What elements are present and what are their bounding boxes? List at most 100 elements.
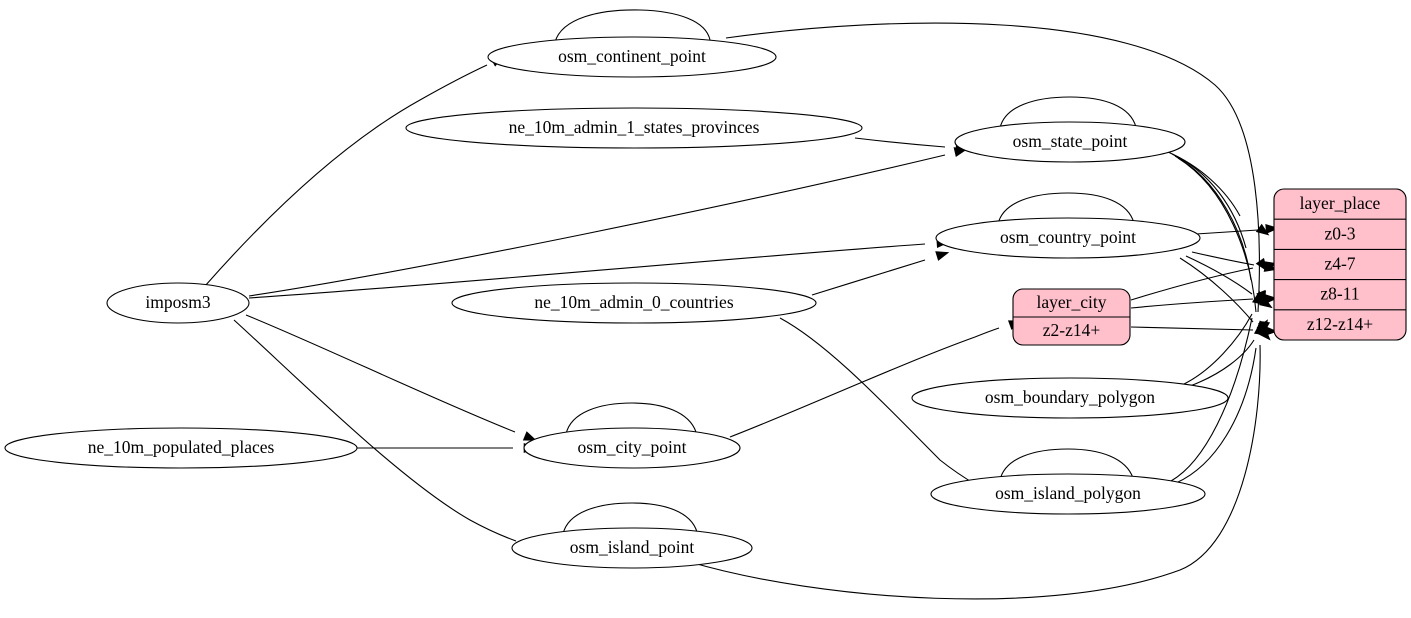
record-row-layer_place_title[interactable]: layer_place <box>1274 189 1406 219</box>
edge-line <box>1175 347 1257 484</box>
record-row-layer_place_z8_11[interactable]: z8-11 <box>1274 280 1406 310</box>
graph-node-ne_10m_populated_places[interactable]: ne_10m_populated_places <box>4 427 358 469</box>
edge-line <box>999 448 1134 481</box>
graph-edge <box>1130 293 1278 309</box>
node-shape <box>511 527 753 569</box>
graph-node-ne_10m_admin_1_states_provinces[interactable]: ne_10m_admin_1_states_provinces <box>405 107 863 149</box>
edge-line <box>1195 229 1259 235</box>
node-label: osm_island_polygon <box>995 483 1141 503</box>
node-shape <box>487 36 777 78</box>
edge-line <box>248 243 926 299</box>
node-label: osm_island_point <box>570 537 695 557</box>
record-row-label: z12-z14+ <box>1307 314 1373 334</box>
graph-edge <box>357 442 537 454</box>
record-row-label: layer_city <box>1037 292 1107 312</box>
edge-line <box>554 9 711 43</box>
node-label: ne_10m_admin_0_countries <box>534 292 733 312</box>
edge-line <box>562 502 698 535</box>
edge-arrowhead <box>1254 320 1266 334</box>
edge-line <box>779 317 979 487</box>
edge-line <box>1130 298 1254 309</box>
edge-line <box>233 319 517 542</box>
node-shape <box>930 473 1206 515</box>
graph-edge <box>729 320 1023 438</box>
records-group: layer_city z2-z14+ layer_place z0-3 z4-7 z8-1… <box>1012 188 1407 346</box>
edge-line <box>997 192 1135 225</box>
edge-line <box>1130 267 1254 301</box>
graph-edge <box>725 22 1271 335</box>
graph-edge <box>1171 153 1268 272</box>
edge-line <box>1177 157 1257 313</box>
node-label: osm_state_point <box>1013 131 1128 151</box>
edge-line <box>729 327 1000 438</box>
record-row-layer_city_title[interactable]: layer_city <box>1013 289 1130 317</box>
edge-line <box>245 314 516 433</box>
graph-node-osm_boundary_polygon[interactable]: osm_boundary_polygon <box>911 377 1229 419</box>
edge-line <box>1185 255 1253 295</box>
record-row-layer_place_z0_3[interactable]: z0-3 <box>1274 219 1406 249</box>
record-row-label: z0-3 <box>1324 223 1355 243</box>
record-row-layer_place_z4_7[interactable]: z4-7 <box>1274 249 1406 279</box>
graph-edge <box>1170 290 1262 482</box>
edge-line <box>1167 151 1241 217</box>
edge-line <box>1130 326 1254 331</box>
node-shape <box>935 217 1201 259</box>
edge-arrowhead <box>935 251 950 261</box>
node-shape <box>4 427 358 469</box>
graph-node-osm_country_point[interactable]: osm_country_point <box>935 217 1201 259</box>
graph-edge <box>248 147 968 297</box>
node-label: imposm3 <box>145 292 210 312</box>
node-label: osm_boundary_polygon <box>985 387 1155 407</box>
graph-node-osm_state_point[interactable]: osm_state_point <box>954 121 1186 163</box>
edge-line <box>1191 251 1255 266</box>
record-row-layer_city_z2[interactable]: z2-z14+ <box>1013 317 1130 345</box>
graph-node-osm_continent_point[interactable]: osm_continent_point <box>487 36 777 78</box>
edge-line <box>248 154 946 297</box>
edge-line <box>811 259 926 296</box>
edge-line <box>1179 257 1254 323</box>
edge-line <box>854 137 946 148</box>
record-row-label: layer_place <box>1300 193 1381 213</box>
node-label: ne_10m_populated_places <box>88 437 275 457</box>
nodes-group: imposm3 ne_10m_populated_places osm_contin… <box>4 36 1229 569</box>
graph-edge <box>245 314 537 441</box>
edge-line <box>1183 313 1253 385</box>
node-label: osm_continent_point <box>558 46 706 66</box>
graph-edge <box>204 55 505 287</box>
edge-line <box>999 96 1137 129</box>
graph-node-osm_island_point[interactable]: osm_island_point <box>511 527 753 569</box>
graph-node-osm_island_polygon[interactable]: osm_island_polygon <box>930 473 1206 515</box>
record-row-layer_place_z12[interactable]: z12-z14+ <box>1274 310 1406 340</box>
node-shape <box>405 107 863 149</box>
node-shape <box>523 427 741 469</box>
edge-arrowhead <box>1265 223 1279 235</box>
record-row-label: z8-11 <box>1320 284 1359 304</box>
record-row-label: z4-7 <box>1324 254 1355 274</box>
record-background <box>1273 188 1407 341</box>
graph-node-imposm3[interactable]: imposm3 <box>106 282 250 324</box>
record-node-layer_place[interactable]: layer_place z0-3 z4-7 z8-11 z12-z14+ <box>1273 188 1407 341</box>
graph-edge <box>1130 325 1278 337</box>
node-shape <box>954 121 1186 163</box>
node-shape <box>451 282 817 324</box>
node-label: osm_city_point <box>578 437 687 457</box>
graph-node-osm_city_point[interactable]: osm_city_point <box>523 427 741 469</box>
edge-line <box>204 64 488 287</box>
edge-arrowhead <box>1264 293 1278 305</box>
edge-line <box>725 22 1260 313</box>
edge-arrowhead <box>522 431 537 441</box>
graph-node-ne_10m_admin_0_countries[interactable]: ne_10m_admin_0_countries <box>451 282 817 324</box>
record-node-layer_city[interactable]: layer_city z2-z14+ <box>1012 288 1131 346</box>
graph-edge <box>1195 223 1279 235</box>
graph-edge <box>1183 290 1267 385</box>
edge-arrowhead <box>1252 290 1262 305</box>
graph-edge <box>1177 157 1268 336</box>
node-label: ne_10m_admin_1_states_provinces <box>509 117 760 137</box>
node-shape <box>106 282 250 324</box>
node-shape <box>911 377 1229 419</box>
edge-line <box>1174 155 1252 281</box>
edge-line <box>565 402 697 435</box>
graph-edge <box>854 137 969 153</box>
edge-arrowhead <box>1255 223 1270 236</box>
